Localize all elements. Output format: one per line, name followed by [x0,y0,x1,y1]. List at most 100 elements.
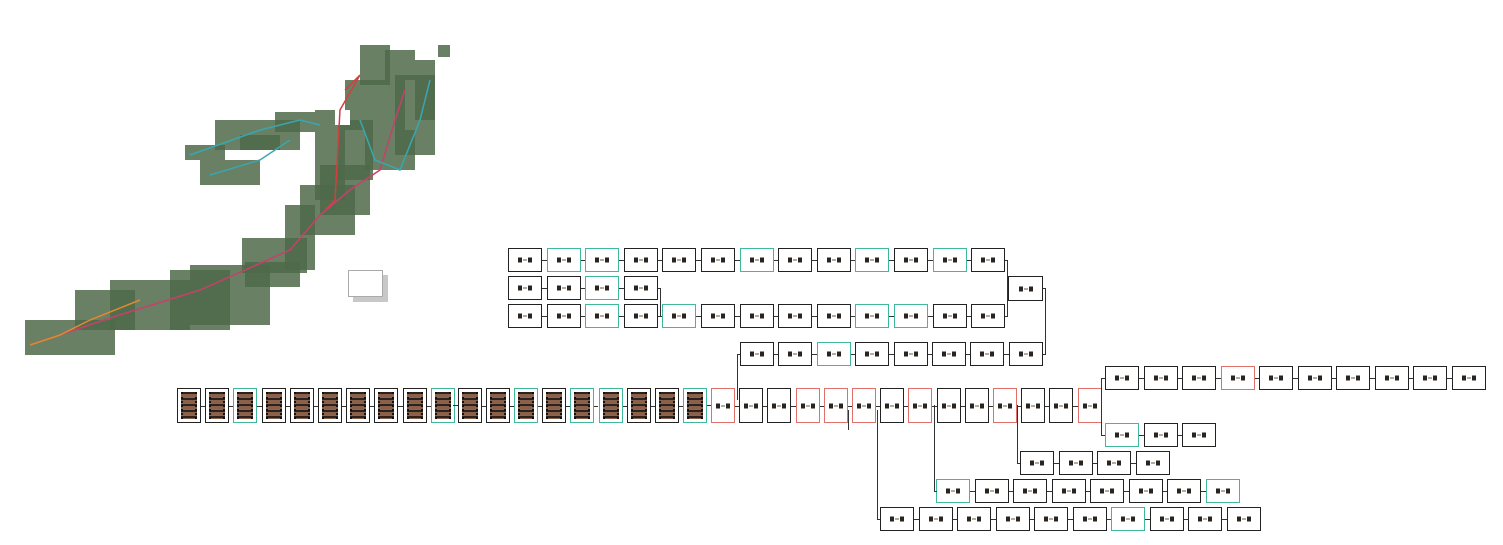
main-tail-node[interactable] [823,388,848,423]
main-strip-node[interactable] [374,388,399,423]
branch-i-node[interactable] [936,479,970,503]
branch-f-node[interactable] [1259,366,1293,390]
branch-h-node[interactable] [1135,451,1170,475]
main-tail-node[interactable] [1077,388,1102,423]
aerial-map-overview[interactable] [0,0,470,370]
main-mixed-node[interactable] [654,388,679,423]
main-tail-node[interactable] [852,388,876,423]
top-a-node[interactable] [816,248,851,272]
top-a-node[interactable] [971,248,1006,272]
top-c-node[interactable] [894,304,928,328]
branch-f-node[interactable] [1105,366,1139,390]
top-a-node[interactable] [894,248,928,272]
main-mixed-node[interactable] [486,388,511,423]
top-c-node[interactable] [816,304,851,328]
main-tail-node[interactable] [908,388,933,423]
merge-node[interactable] [1008,276,1043,301]
top-c-node[interactable] [739,304,774,328]
branch-j-node[interactable] [918,507,953,531]
branch-f-node[interactable] [1143,366,1178,390]
branch-j-node[interactable] [995,507,1030,531]
top-c-node[interactable] [508,304,542,328]
branch-f-node[interactable] [1374,366,1409,390]
main-strip-node[interactable] [205,388,230,423]
minimap-frame[interactable] [348,270,383,297]
main-strip-node[interactable] [233,388,258,423]
mid-d-node[interactable] [893,342,928,366]
mid-d-node[interactable] [932,342,966,366]
mid-d-node[interactable] [740,342,774,366]
main-mixed-node[interactable] [458,388,482,423]
main-tail-node[interactable] [795,388,820,423]
main-tail-node[interactable] [767,388,792,423]
branch-i-node[interactable] [1205,479,1240,503]
main-strip-node[interactable] [402,388,427,423]
main-mixed-node[interactable] [570,388,595,423]
top-a-node[interactable] [508,248,542,272]
main-mixed-node[interactable] [514,388,539,423]
top-c-node[interactable] [932,304,967,328]
main-mixed-node[interactable] [598,388,623,423]
branch-j-node[interactable] [1034,507,1068,531]
branch-f-node[interactable] [1297,366,1332,390]
main-tail-node[interactable] [964,388,989,423]
mid-d-node[interactable] [970,342,1005,366]
branch-g-node[interactable] [1143,423,1178,447]
branch-j-node[interactable] [1111,507,1145,531]
branch-i-node[interactable] [1128,479,1163,503]
top-a-node[interactable] [855,248,890,272]
mid-d-node[interactable] [816,342,851,366]
mid-d-node[interactable] [1008,342,1043,366]
branch-j-node[interactable] [957,507,991,531]
branch-f-node[interactable] [1413,366,1447,390]
branch-j-node[interactable] [880,507,914,531]
top-c-node[interactable] [623,304,658,328]
top-c-node[interactable] [701,304,735,328]
top-b-node[interactable] [585,276,620,300]
top-a-node[interactable] [932,248,967,272]
branch-h-node[interactable] [1020,451,1054,475]
top-c-node[interactable] [662,304,697,328]
branch-h-node[interactable] [1058,451,1093,475]
main-tail-node[interactable] [739,388,764,423]
main-mixed-node[interactable] [682,388,707,423]
top-a-node[interactable] [739,248,774,272]
main-strip-node[interactable] [289,388,314,423]
main-tail-node[interactable] [880,388,905,423]
top-c-node[interactable] [546,304,581,328]
branch-g-node[interactable] [1105,423,1139,447]
mid-d-node[interactable] [778,342,813,366]
main-strip-node[interactable] [177,388,201,423]
branch-f-node[interactable] [1336,366,1370,390]
branch-f-node[interactable] [1220,366,1255,390]
main-tail-node[interactable] [1021,388,1046,423]
top-c-node[interactable] [585,304,620,328]
top-c-node[interactable] [971,304,1006,328]
branch-i-node[interactable] [1167,479,1201,503]
main-tail-node[interactable] [711,388,735,423]
top-b-node[interactable] [508,276,542,300]
main-strip-node[interactable] [430,388,455,423]
main-tail-node[interactable] [936,388,961,423]
branch-j-node[interactable] [1072,507,1107,531]
branch-i-node[interactable] [1013,479,1047,503]
main-mixed-node[interactable] [626,388,651,423]
mid-d-node[interactable] [855,342,890,366]
branch-i-node[interactable] [974,479,1009,503]
branch-f-node[interactable] [1451,366,1486,390]
top-a-node[interactable] [585,248,620,272]
top-b-node[interactable] [546,276,581,300]
branch-j-node[interactable] [1226,507,1261,531]
main-strip-node[interactable] [318,388,342,423]
branch-h-node[interactable] [1097,451,1131,475]
branch-i-node[interactable] [1090,479,1124,503]
top-a-node[interactable] [546,248,581,272]
top-a-node[interactable] [778,248,813,272]
main-tail-node[interactable] [993,388,1017,423]
main-mixed-node[interactable] [542,388,567,423]
branch-j-node[interactable] [1149,507,1184,531]
top-a-node[interactable] [623,248,658,272]
top-a-node[interactable] [662,248,697,272]
main-tail-node[interactable] [1049,388,1074,423]
